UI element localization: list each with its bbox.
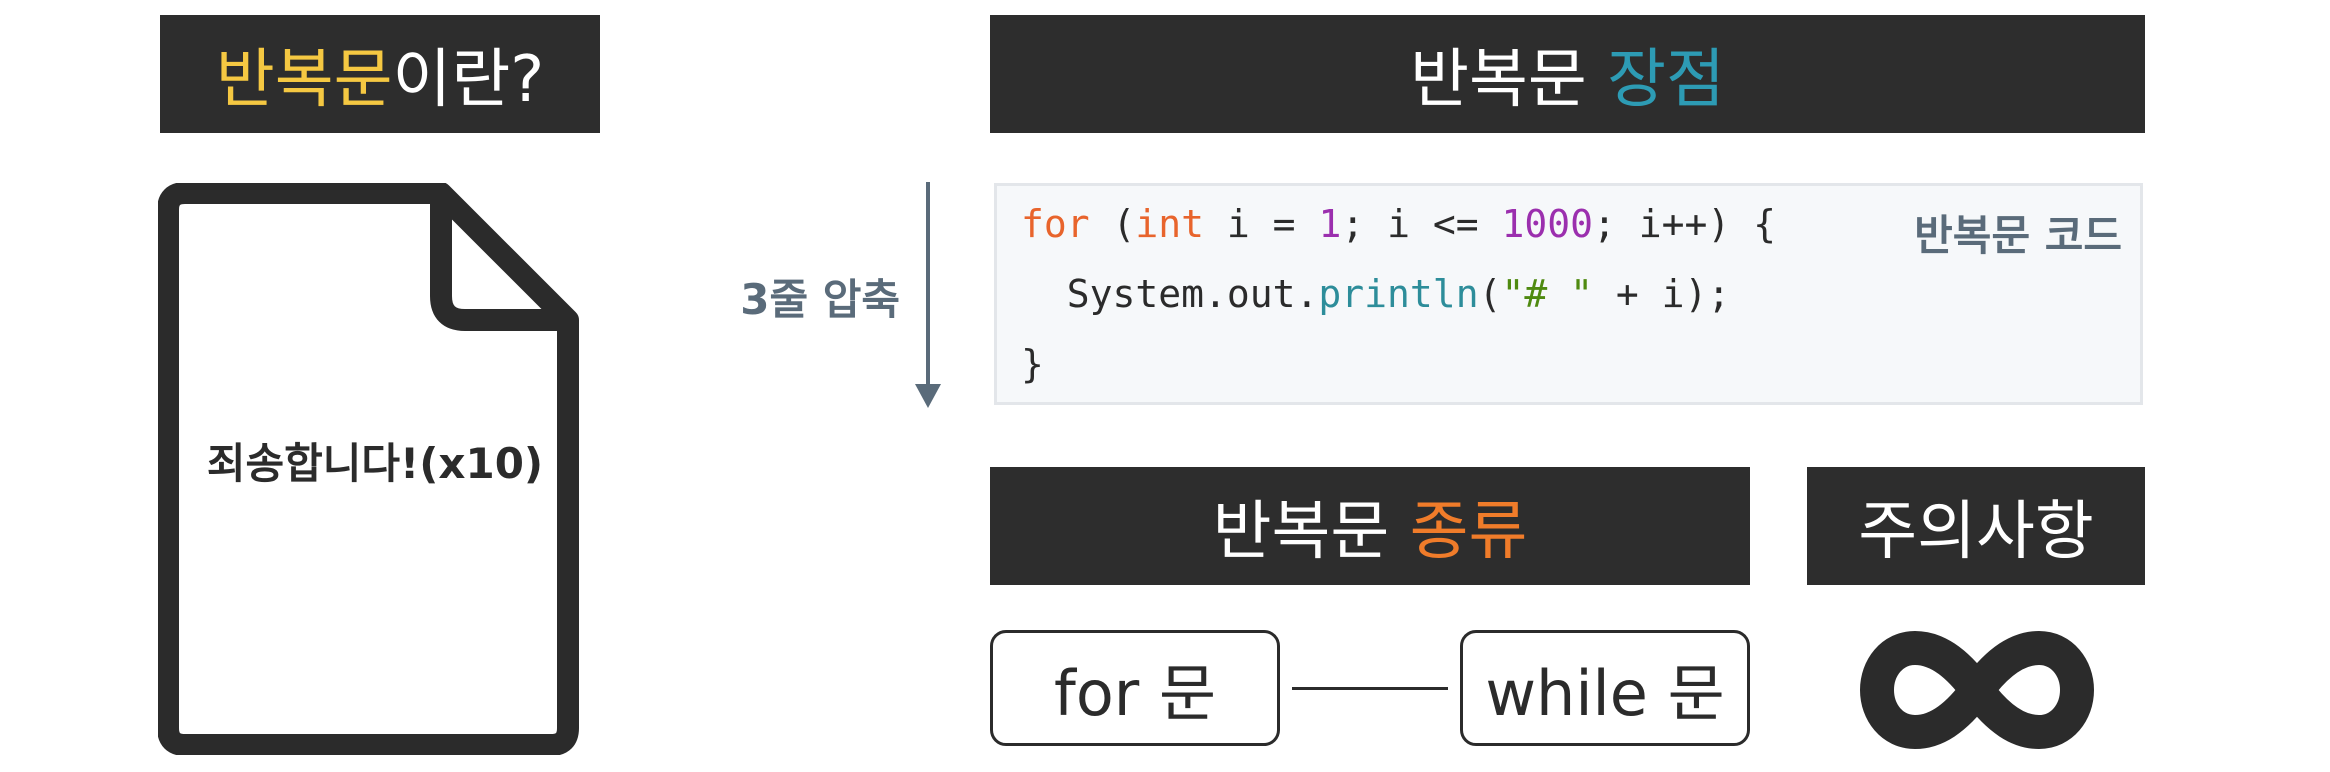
code-token-keyword: for [1021,202,1090,246]
code-token: i = [1204,202,1319,246]
document-icon [158,183,579,755]
document-text: 죄송합니다!(x10) [206,439,544,488]
while-loop-box: while 문 [1460,630,1750,746]
code-line: System.out.println("# " + i); [1021,272,1731,316]
code-token: ( [1478,272,1502,316]
code-token: System.out. [1021,272,1319,316]
while-loop-label: while 문 [1485,657,1725,730]
code-block: for (int i = 1; i <= 1000; i++) { System… [994,183,2143,405]
code-caption: 반복문 코드 [1914,211,2122,260]
code-line: } [1021,342,1044,386]
code-token-keyword: int [1135,202,1205,246]
types-banner-highlight: 종류 [1409,495,1528,569]
intro-banner-rest: 이란? [392,43,545,117]
compression-label: 3줄 압축 [740,275,900,324]
code-token: ( [1089,202,1136,246]
code-token: + i); [1592,272,1731,316]
types-banner: 반복문 종류 [990,467,1750,585]
caution-banner: 주의사항 [1807,467,2145,585]
infinity-icon [1860,631,2094,749]
advantage-banner-highlight: 장점 [1607,43,1725,117]
code-token-number: 1 [1318,202,1342,246]
for-loop-label: for 문 [1054,657,1216,730]
advantage-banner: 반복문 장점 [990,15,2145,133]
code-token-string: "# " [1501,272,1593,316]
code-line: for (int i = 1; i <= 1000; i++) { [1021,202,1776,246]
connector-line [1292,687,1448,690]
code-token: ; i++) { [1593,202,1777,246]
code-token: ; i <= [1341,202,1502,246]
arrow-down-icon [915,182,941,408]
advantage-banner-base: 반복문 [1410,43,1608,117]
code-token: } [1021,342,1044,386]
code-token-function: println [1318,272,1479,316]
for-loop-box: for 문 [990,630,1280,746]
types-banner-base: 반복문 [1212,495,1410,569]
caution-banner-label: 주의사항 [1858,495,2094,569]
intro-banner-highlight: 반복문 [215,43,393,117]
code-token-number: 1000 [1501,202,1593,246]
